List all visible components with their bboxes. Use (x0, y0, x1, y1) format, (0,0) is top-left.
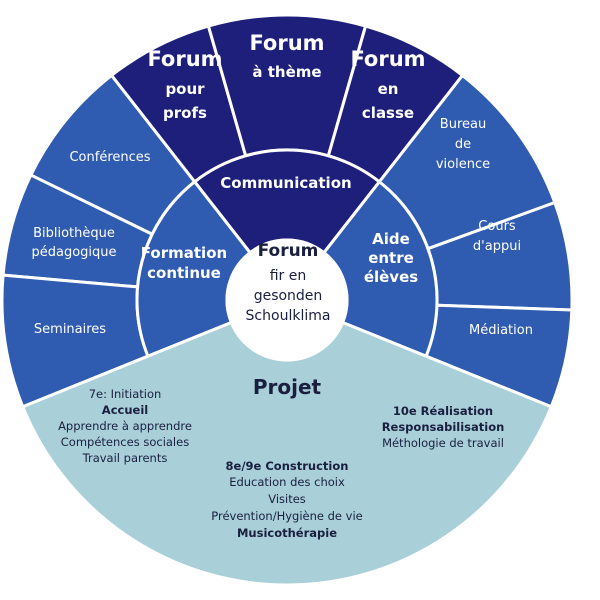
svg-text:Forum: Forum (147, 47, 222, 71)
svg-text:Cours: Cours (478, 219, 516, 234)
svg-text:Bibliothèque: Bibliothèque (33, 226, 115, 241)
center-line-2: fir en (270, 268, 307, 284)
projet-block-7e: 7e: Initiation Accueil Apprendre à appre… (58, 387, 192, 465)
svg-text:Travail parents: Travail parents (82, 451, 168, 465)
svg-text:7e: Initiation: 7e: Initiation (89, 387, 162, 401)
outer-ring (0, 13, 574, 409)
svg-text:Visites: Visites (268, 492, 306, 506)
svg-text:Compétences sociales: Compétences sociales (61, 435, 189, 449)
svg-text:Apprendre à apprendre: Apprendre à apprendre (58, 419, 192, 433)
projet-block-10e: 10e Réalisation Responsabilisation Métho… (382, 404, 505, 450)
svg-text:Musicothérapie: Musicothérapie (237, 526, 337, 540)
label-forum-theme: Forum à thème (249, 31, 324, 81)
svg-text:élèves: élèves (364, 268, 418, 286)
label-conferences: Conférences (69, 150, 150, 165)
svg-text:10e Réalisation: 10e Réalisation (393, 404, 493, 418)
label-projet: Projet (253, 375, 322, 399)
center-line-4: Schoulklima (246, 308, 331, 324)
center-line-1: Forum (258, 241, 319, 261)
center-line-3: gesonden (254, 288, 323, 304)
svg-text:Forum: Forum (350, 47, 425, 71)
svg-text:Bureau: Bureau (440, 117, 486, 132)
svg-text:Méthologie de travail: Méthologie de travail (382, 436, 504, 450)
label-forum-profs: Forum pour profs (147, 47, 222, 122)
inner-ring (135, 148, 439, 358)
center-disk (225, 238, 349, 362)
label-seminaires: Seminaires (34, 322, 106, 337)
label-formation: Formation continue (141, 244, 227, 282)
svg-text:en: en (378, 80, 399, 98)
svg-text:de: de (455, 137, 471, 152)
svg-text:Accueil: Accueil (102, 403, 148, 417)
svg-text:profs: profs (163, 104, 207, 122)
svg-text:Forum: Forum (249, 31, 324, 55)
label-bureau: Bureau de violence (436, 117, 490, 172)
svg-text:à thème: à thème (252, 63, 321, 81)
svg-text:Prévention/Hygiène de vie: Prévention/Hygiène de vie (211, 509, 363, 523)
label-bibliotheque: Bibliothèque pédagogique (31, 226, 116, 260)
label-forum-classe: Forum en classe (350, 47, 425, 122)
svg-text:continue: continue (147, 264, 221, 282)
svg-text:entre: entre (368, 249, 414, 267)
svg-text:classe: classe (362, 104, 414, 122)
svg-text:Formation: Formation (141, 244, 227, 262)
svg-text:violence: violence (436, 157, 490, 172)
svg-text:Aide: Aide (372, 230, 410, 248)
label-communication: Communication (220, 174, 351, 192)
svg-text:Responsabilisation: Responsabilisation (382, 420, 505, 434)
svg-text:d'appui: d'appui (473, 239, 521, 254)
projet-block-8e: 8e/9e Construction Education des choix V… (211, 459, 363, 540)
svg-text:Education des choix: Education des choix (229, 475, 345, 489)
svg-text:8e/9e Construction: 8e/9e Construction (226, 459, 349, 473)
label-cours: Cours d'appui (473, 219, 521, 254)
label-aide: Aide entre élèves (364, 230, 418, 286)
center-label: Forum fir en gesonden Schoulklima (246, 241, 331, 324)
label-mediation: Médiation (469, 323, 533, 338)
svg-text:pour: pour (165, 80, 205, 98)
svg-text:pédagogique: pédagogique (31, 245, 116, 260)
